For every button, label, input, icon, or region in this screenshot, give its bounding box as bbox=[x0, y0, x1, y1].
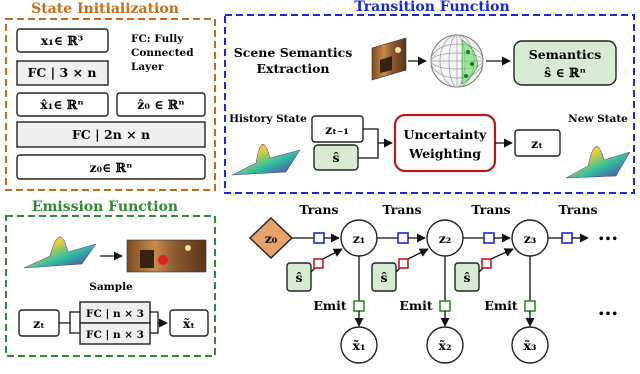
emission-heatmap bbox=[23, 236, 97, 269]
chain-ellipsis-lower: ••• bbox=[598, 308, 618, 320]
shat-2-to-z2-arrow bbox=[407, 248, 429, 260]
fc-note-line3: Layer bbox=[131, 61, 164, 73]
transition-panel bbox=[224, 14, 635, 194]
shat-input-3-label: ŝ bbox=[463, 270, 470, 285]
new-state-label: New State bbox=[568, 113, 628, 125]
shat-input-2-label: ŝ bbox=[380, 270, 387, 285]
z1-node-label: z₁ bbox=[353, 231, 366, 246]
trans-label-1: Trans bbox=[299, 202, 338, 217]
shat-3-square bbox=[481, 258, 492, 269]
state-init-panel bbox=[5, 18, 216, 191]
scene-extraction-line1: Scene Semantics bbox=[234, 45, 353, 60]
x1-output-node bbox=[340, 326, 378, 364]
fc-merge-wire bbox=[150, 311, 159, 334]
emission-panorama-image bbox=[126, 239, 207, 273]
shat-input-3 bbox=[454, 262, 480, 292]
semantic-sphere-icon bbox=[430, 34, 484, 88]
zt-transition-label: zₜ bbox=[531, 136, 543, 151]
fc-note-line2: Connected bbox=[131, 47, 194, 59]
zt-to-fc-a-wire bbox=[59, 311, 80, 324]
x1-label: x₁∈ ℝ³ bbox=[41, 33, 83, 48]
z1-trans-square bbox=[397, 232, 409, 244]
z2-node-label: z₂ bbox=[439, 231, 452, 246]
z3-emit-square bbox=[524, 300, 536, 312]
emission-panel bbox=[5, 215, 216, 357]
zhat-label: ẑ₀ ∈ ℝⁿ bbox=[137, 97, 185, 112]
zt-transition-box bbox=[514, 129, 561, 157]
z0-diamond bbox=[248, 217, 294, 259]
fc-3xn-label: FC | 3 × n bbox=[27, 65, 96, 80]
semantics-value: ŝ ∈ ℝⁿ bbox=[544, 65, 586, 80]
xt-emission-label: x̃ₜ bbox=[183, 316, 195, 331]
emit-label-1: Emit bbox=[313, 298, 347, 313]
fc-2nxn-label: FC | 2n × n bbox=[72, 127, 150, 142]
x2-output-label: x̃₂ bbox=[439, 338, 452, 353]
z2-emit-square bbox=[439, 300, 451, 312]
trans-label-3: Trans bbox=[471, 202, 510, 217]
shat-1-square bbox=[313, 258, 324, 269]
semantics-title: Semantics bbox=[529, 47, 602, 62]
semantics-box bbox=[513, 40, 617, 86]
xhat-label: x̂₁∈ ℝⁿ bbox=[40, 97, 84, 112]
chain-ellipsis-right: ••• bbox=[598, 233, 618, 245]
trans-label-4: Trans bbox=[558, 202, 597, 217]
fc-3xn-box bbox=[16, 60, 109, 86]
new-state-heatmap bbox=[565, 146, 631, 179]
fc-note-line1: FC: Fully bbox=[131, 33, 184, 45]
shat-input-1-label: ŝ bbox=[295, 270, 302, 285]
shat-2-square bbox=[398, 258, 409, 269]
scene-extraction-line2: Extraction bbox=[257, 61, 330, 76]
fc-nx3-a-label: FC | n × 3 bbox=[86, 308, 144, 320]
z3-trans-square bbox=[561, 232, 573, 244]
x2-output-node bbox=[426, 326, 464, 364]
uncertainty-line1: Uncertainty bbox=[404, 127, 488, 142]
xhat-box bbox=[16, 92, 109, 117]
trans-label-2: Trans bbox=[382, 202, 421, 217]
zhat-box bbox=[116, 92, 206, 117]
z3-node-label: z₃ bbox=[524, 231, 537, 246]
shat-input-2 bbox=[371, 262, 397, 292]
state-init-title: State Initialization bbox=[31, 1, 179, 17]
x3-output-label: x̃₃ bbox=[524, 338, 537, 353]
z1-emit-square bbox=[353, 300, 365, 312]
shat-3-to-z3-arrow bbox=[490, 248, 514, 260]
emission-title: Emission Function bbox=[32, 199, 178, 215]
x3-output-node bbox=[511, 326, 549, 364]
history-state-label: History State bbox=[229, 113, 307, 125]
zt-emission-label: zₜ bbox=[33, 316, 45, 331]
fc-nx3-b-label: FC | n × 3 bbox=[86, 329, 144, 341]
fc-2nxn-box bbox=[16, 121, 206, 148]
x1-box bbox=[16, 28, 109, 53]
z2-trans-square bbox=[483, 232, 495, 244]
panorama-image bbox=[371, 37, 407, 81]
sample-label: Sample bbox=[89, 281, 133, 293]
emit-label-2: Emit bbox=[399, 298, 433, 313]
emit-label-3: Emit bbox=[484, 298, 518, 313]
uncertainty-box bbox=[393, 113, 497, 173]
z0-trans-square bbox=[313, 232, 325, 244]
z0-init-box bbox=[16, 154, 206, 180]
uncertainty-line2: Weighting bbox=[408, 146, 481, 161]
xt-emission-box bbox=[169, 309, 209, 337]
zt-to-fc-b-wire bbox=[69, 323, 80, 334]
z0-init-label: z₀∈ ℝⁿ bbox=[89, 160, 133, 175]
shat-transition-label: ŝ bbox=[332, 150, 339, 165]
history-state-heatmap bbox=[231, 144, 301, 176]
shat-input-1 bbox=[286, 262, 312, 292]
z0-diamond-label: z₀ bbox=[265, 231, 278, 246]
transition-title: Transition Function bbox=[354, 0, 509, 15]
shat-1-to-z1-arrow bbox=[322, 248, 343, 260]
x1-output-label: x̃₁ bbox=[353, 338, 366, 353]
zt-1-label: zₜ₋₁ bbox=[325, 122, 349, 137]
